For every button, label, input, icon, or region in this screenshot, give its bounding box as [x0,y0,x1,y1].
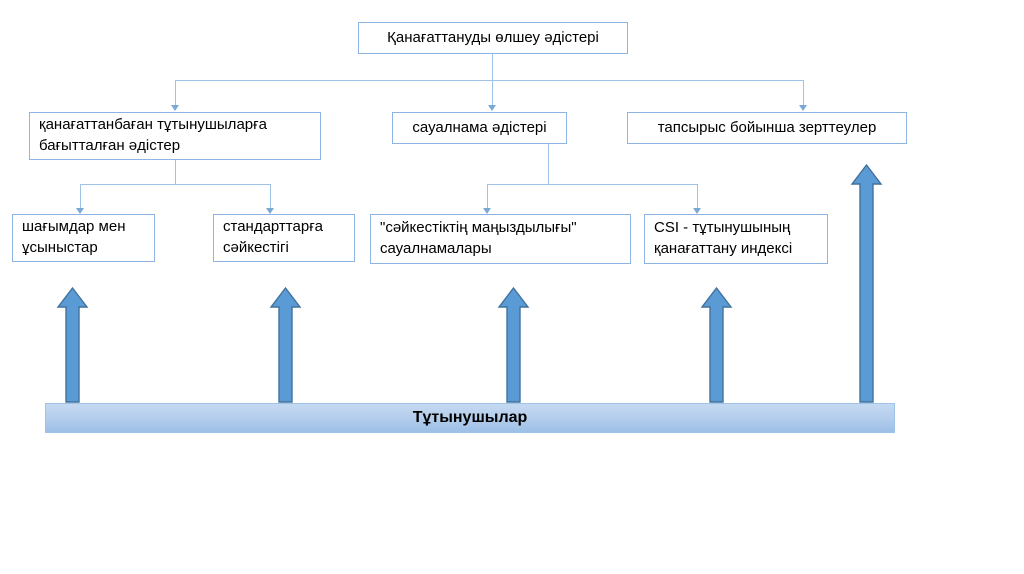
connector-root-stem [492,54,493,80]
connector-to-level3-1 [270,184,271,208]
connector-to-level3-0 [80,184,81,208]
connector-to-level2-2 [803,80,804,105]
connector-level3-bus-right [487,184,697,185]
arrowhead-level3-3 [692,208,701,214]
connector-level2-bus [175,80,803,81]
node-level3-standards-compliance[interactable]: стандарттарға сәйкестігі [213,214,355,262]
arrow-to-custom-research [850,163,883,404]
connector-to-level3-2 [487,184,488,208]
node-root[interactable]: Қанағаттануды өлшеу әдістері [358,22,628,54]
connector-level3-bus-left [80,184,270,185]
node-level2-survey-methods[interactable]: сауалнама әдістері [392,112,567,144]
base-bar-consumers[interactable]: Тұтынушылар [45,403,895,433]
arrowhead-level2-0 [170,105,179,111]
arrowhead-level3-1 [265,208,274,214]
node-level3-csi[interactable]: CSI - тұтынушының қанағаттану индексі [644,214,828,264]
arrow-to-csi [700,286,733,404]
arrowhead-level2-2 [798,105,807,111]
arrow-to-standards [269,286,302,404]
connector-to-level2-0 [175,80,176,105]
node-level3-complaints-suggestions[interactable]: шағымдар мен ұсыныстар [12,214,155,262]
connector-to-level2-1 [492,80,493,105]
arrowhead-level3-0 [75,208,84,214]
arrow-to-complaints [56,286,89,404]
arrow-to-importance-surveys [497,286,530,404]
node-level3-importance-surveys[interactable]: "сәйкестіктің маңыздылығы" сауалнамалары [370,214,631,264]
node-level2-custom-research[interactable]: тапсырыс бойынша зерттеулер [627,112,907,144]
node-level2-unsatisfied-methods[interactable]: қанағаттанбаған тұтынушыларға бағытталға… [29,112,321,160]
connector-to-level3-3 [697,184,698,208]
connector-level2-0-stem [175,160,176,184]
arrowhead-level3-2 [482,208,491,214]
connector-level2-1-stem [548,144,549,184]
arrowhead-level2-1 [487,105,496,111]
